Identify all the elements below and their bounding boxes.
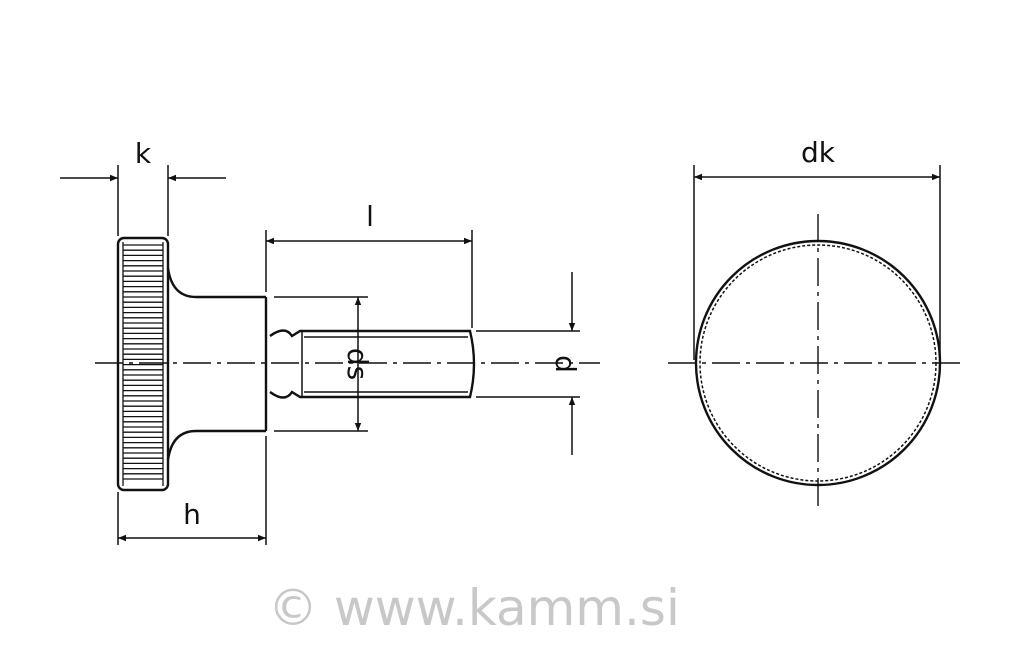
dimensions-side: k l h ds d	[60, 137, 582, 545]
front-view: dk	[668, 136, 966, 512]
knurl-lines	[122, 242, 164, 486]
label-l: l	[366, 200, 374, 233]
side-view	[95, 236, 600, 492]
neck	[166, 267, 266, 461]
watermark: © www.kamm.si	[268, 579, 680, 637]
label-dk: dk	[801, 136, 836, 169]
label-h: h	[183, 498, 201, 531]
label-ds: ds	[341, 348, 374, 380]
knurled-head	[116, 236, 170, 492]
label-k: k	[135, 137, 152, 170]
threaded-shank	[269, 329, 476, 399]
label-d: d	[549, 355, 582, 373]
